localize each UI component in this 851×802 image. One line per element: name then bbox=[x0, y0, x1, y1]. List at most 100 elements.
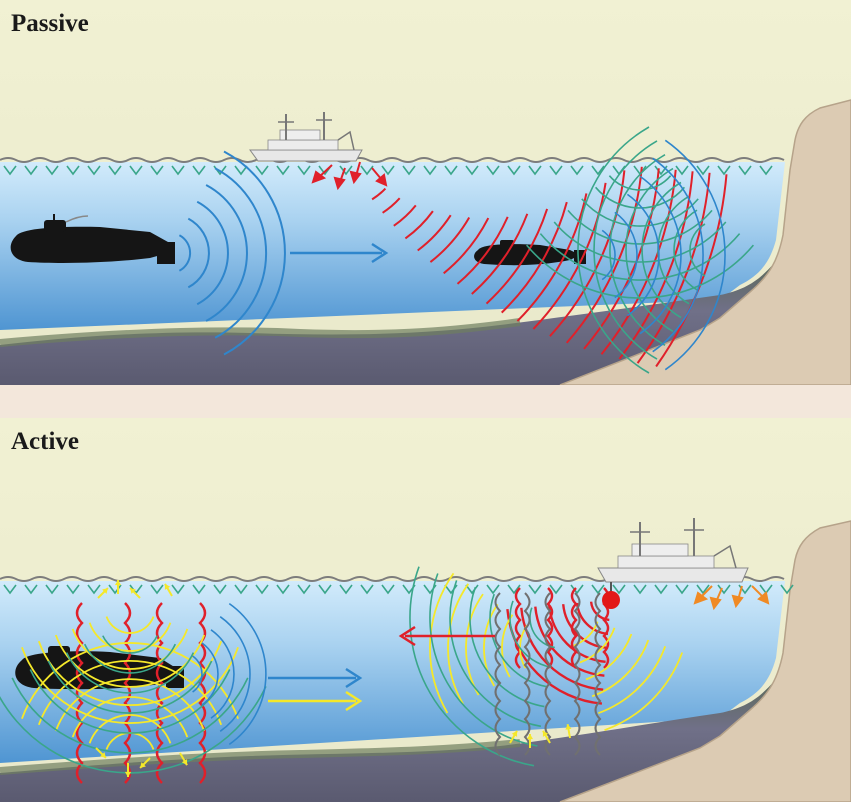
echo-arrow-head bbox=[526, 734, 534, 740]
echo-arc bbox=[591, 639, 650, 698]
transmit-wave bbox=[594, 592, 602, 756]
ping-arc bbox=[520, 607, 604, 691]
noise-wave-arc bbox=[228, 602, 267, 746]
surface-chevron bbox=[255, 584, 269, 595]
echo-arc bbox=[54, 678, 206, 732]
ship-noise-arc bbox=[532, 182, 607, 330]
surface-chevron bbox=[549, 584, 563, 595]
echo-arrow-head bbox=[140, 762, 146, 768]
surface-chevron bbox=[780, 584, 794, 595]
surface-chevron bbox=[45, 165, 59, 176]
surface-chevron bbox=[234, 584, 248, 595]
passive-scene bbox=[0, 0, 851, 385]
surface-chevron bbox=[339, 584, 353, 595]
echo-arc bbox=[483, 603, 499, 687]
reflection-arc bbox=[641, 181, 682, 319]
ship-noise-arc bbox=[404, 210, 434, 240]
panel-title: Passive bbox=[11, 10, 89, 37]
surface-chevron bbox=[297, 165, 311, 176]
echo-arc bbox=[429, 572, 455, 714]
surface-chevron bbox=[402, 165, 416, 176]
surface-chevron bbox=[738, 165, 752, 176]
echo-arrow-head bbox=[542, 730, 549, 737]
reflection-arc bbox=[65, 652, 195, 694]
ping-arc bbox=[514, 587, 522, 669]
surface-chevron bbox=[486, 165, 500, 176]
ship-noise-arrows bbox=[311, 161, 388, 191]
surface-chevron bbox=[192, 584, 206, 595]
ship-noise-arc bbox=[516, 193, 588, 322]
surface-chevron bbox=[213, 584, 227, 595]
surface-chevron bbox=[318, 584, 332, 595]
ship-wake-arrows bbox=[693, 585, 770, 611]
surface-chevron bbox=[549, 165, 563, 176]
ship-noise-arc bbox=[429, 216, 471, 263]
echo-arrow-head bbox=[181, 759, 188, 766]
echo-arc bbox=[71, 696, 189, 738]
surface-chevron bbox=[507, 584, 521, 595]
reflection-arc bbox=[11, 677, 249, 754]
coastline bbox=[559, 520, 851, 802]
surface-chevron bbox=[66, 584, 80, 595]
echo-arc bbox=[88, 714, 172, 744]
surface-chevron bbox=[150, 165, 164, 176]
ship-noise-arc bbox=[583, 168, 660, 350]
transmit-wave bbox=[544, 592, 552, 756]
reflection-arc bbox=[47, 660, 213, 714]
noise-wave-arc bbox=[210, 629, 235, 719]
surface-chevron bbox=[108, 165, 122, 176]
active-scene bbox=[0, 418, 851, 802]
surface-chevron bbox=[675, 584, 689, 595]
ping-arc bbox=[546, 587, 554, 669]
surface-chevron bbox=[591, 584, 605, 595]
surface-chevron bbox=[24, 165, 38, 176]
echo-arrow-head bbox=[102, 588, 108, 594]
echo-arrow-head bbox=[130, 588, 136, 594]
surface-chevron bbox=[171, 584, 185, 595]
ship-noise-arc bbox=[417, 214, 452, 252]
echo-arc bbox=[585, 633, 633, 681]
surface-chevron bbox=[528, 165, 542, 176]
transmit-wave bbox=[573, 592, 581, 756]
noise-wave-arc bbox=[196, 200, 229, 306]
ship-noise-arc bbox=[636, 172, 711, 364]
echo-arc bbox=[105, 616, 155, 634]
noise-wave-arc bbox=[626, 193, 660, 317]
ship-noise-arc bbox=[618, 171, 694, 360]
ship-icon bbox=[597, 518, 749, 583]
reflected-noise-waves bbox=[525, 126, 755, 374]
surface-chevron bbox=[150, 584, 164, 595]
transmit-wave bbox=[523, 592, 531, 756]
ship-noise-arc bbox=[382, 197, 401, 214]
noise-wave-arc bbox=[214, 167, 268, 339]
surface-chevron bbox=[360, 165, 374, 176]
noise-wave-arc bbox=[601, 229, 616, 281]
surface-chevron bbox=[3, 584, 17, 595]
echo-arrow-head bbox=[164, 583, 171, 590]
echo-arrow-head bbox=[124, 771, 132, 777]
reflection-arc bbox=[567, 209, 713, 245]
noise-wave-arc bbox=[639, 175, 682, 335]
reflection-arc bbox=[593, 140, 658, 360]
echo-arc bbox=[465, 593, 484, 696]
passive-panel: Passive bbox=[0, 0, 851, 385]
surface-chevron bbox=[3, 165, 17, 176]
surface-chevron bbox=[528, 584, 542, 595]
sonar-source-icon bbox=[602, 591, 620, 609]
surface-chevron bbox=[24, 584, 38, 595]
surface-chevron bbox=[297, 584, 311, 595]
surface-chevron bbox=[507, 165, 521, 176]
noise-wave-arc bbox=[201, 642, 219, 706]
ping-arc bbox=[75, 602, 84, 784]
noise-wave-arc bbox=[614, 211, 638, 299]
echo-arrow-head bbox=[565, 724, 572, 730]
surface-chevron bbox=[675, 165, 689, 176]
noise-wave-arc bbox=[664, 139, 726, 371]
surface-chevron bbox=[759, 165, 773, 176]
reflection-arc bbox=[509, 600, 552, 668]
noise-wave-arc bbox=[652, 157, 704, 353]
surface-chevron bbox=[717, 584, 731, 595]
surface-chevron bbox=[381, 584, 395, 595]
surface-chevron bbox=[696, 584, 710, 595]
echo-arrows bbox=[95, 580, 572, 777]
